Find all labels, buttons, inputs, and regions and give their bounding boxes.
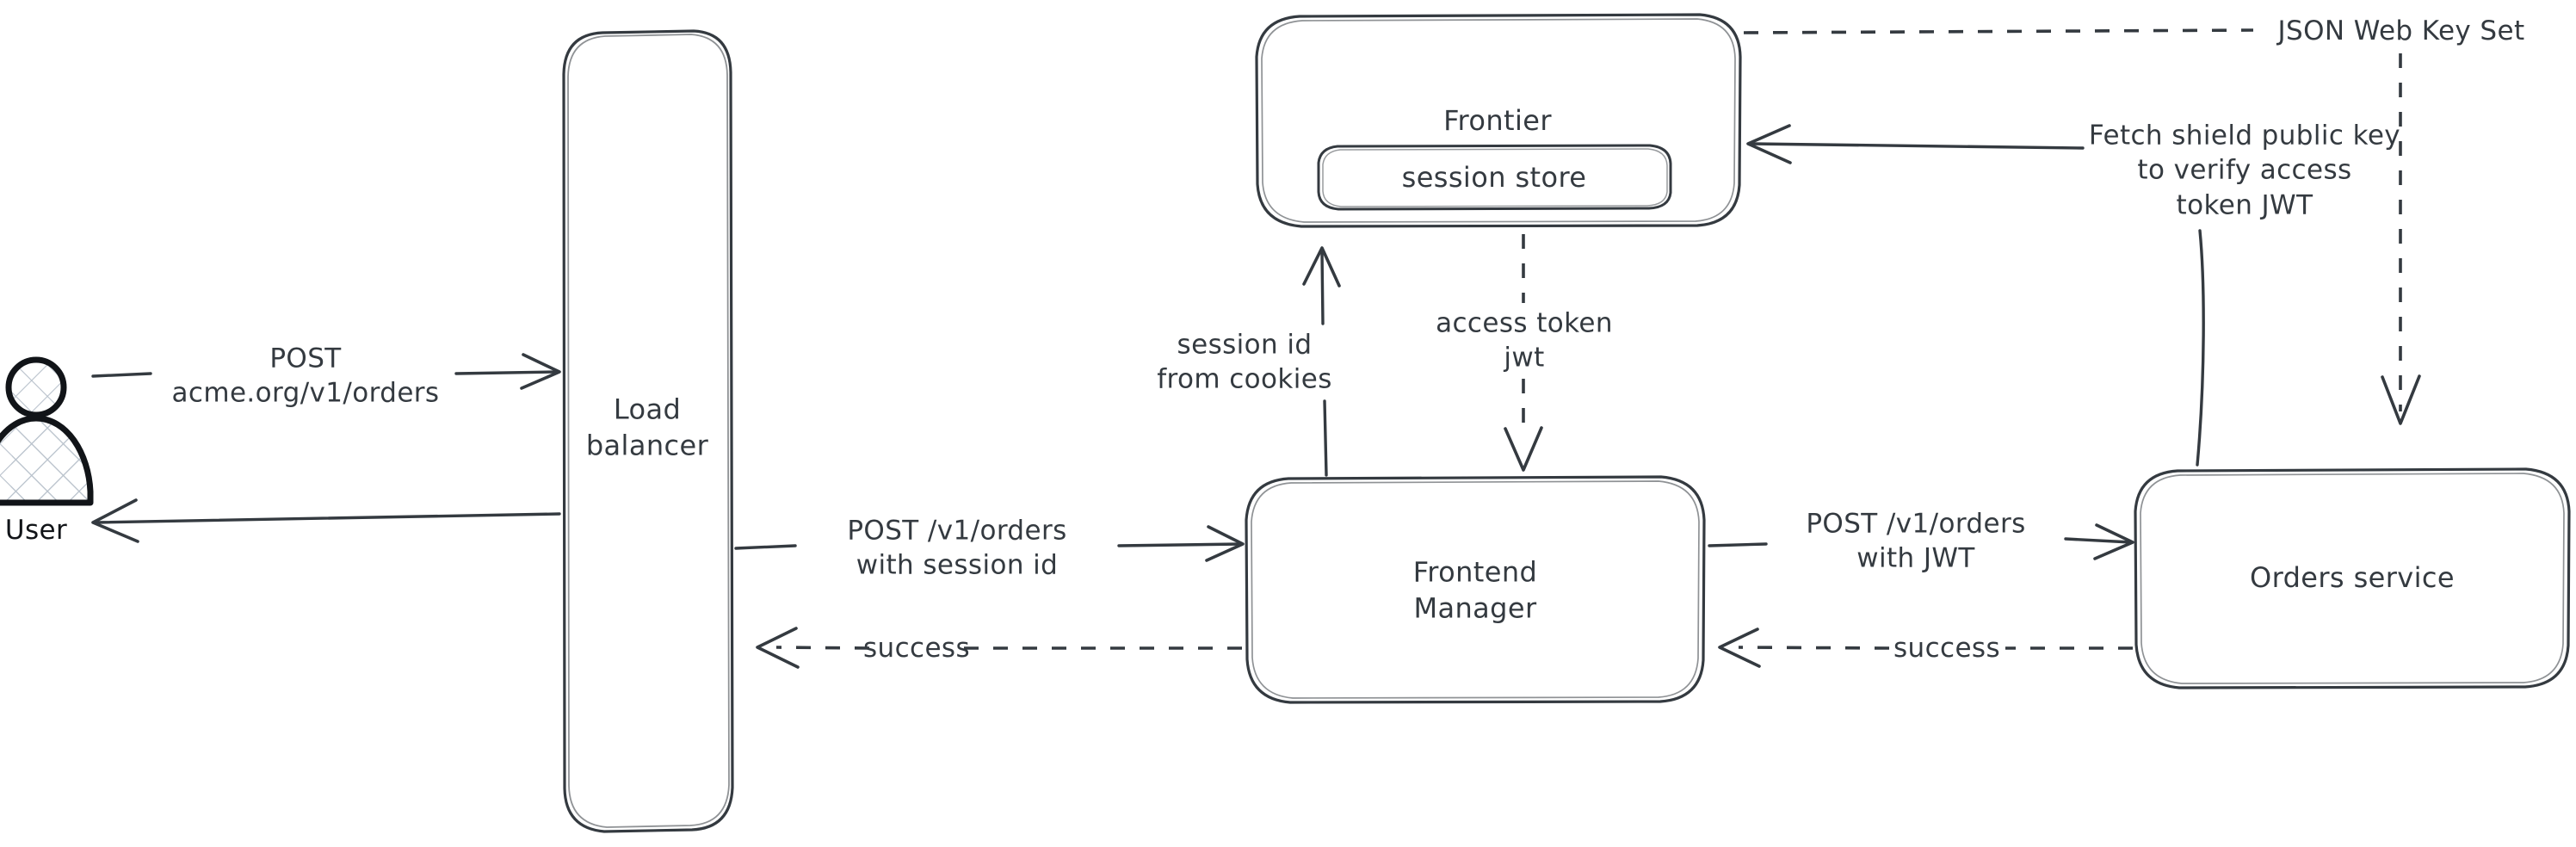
edge-frontier-to-fm [1504, 234, 1543, 472]
edge-orders-to-frontier [1746, 124, 2205, 467]
node-session-store[interactable] [1317, 144, 1672, 211]
node-frontend-manager[interactable] [1245, 475, 1706, 704]
user-icon [0, 356, 94, 506]
edge-fm-to-frontier [1302, 246, 1341, 477]
edge-orders-to-fm [1718, 628, 2133, 668]
edge-lb-to-fm [734, 525, 1245, 562]
edge-fm-to-lb [756, 627, 1242, 669]
edge-lb-to-user [91, 498, 561, 543]
edge-user-to-lb [91, 353, 561, 390]
edge-frontier-to-orders [1743, 28, 2421, 425]
node-orders-service[interactable] [2134, 467, 2571, 689]
node-load-balancer[interactable] [562, 29, 734, 833]
edge-fm-to-orders [1708, 523, 2134, 560]
